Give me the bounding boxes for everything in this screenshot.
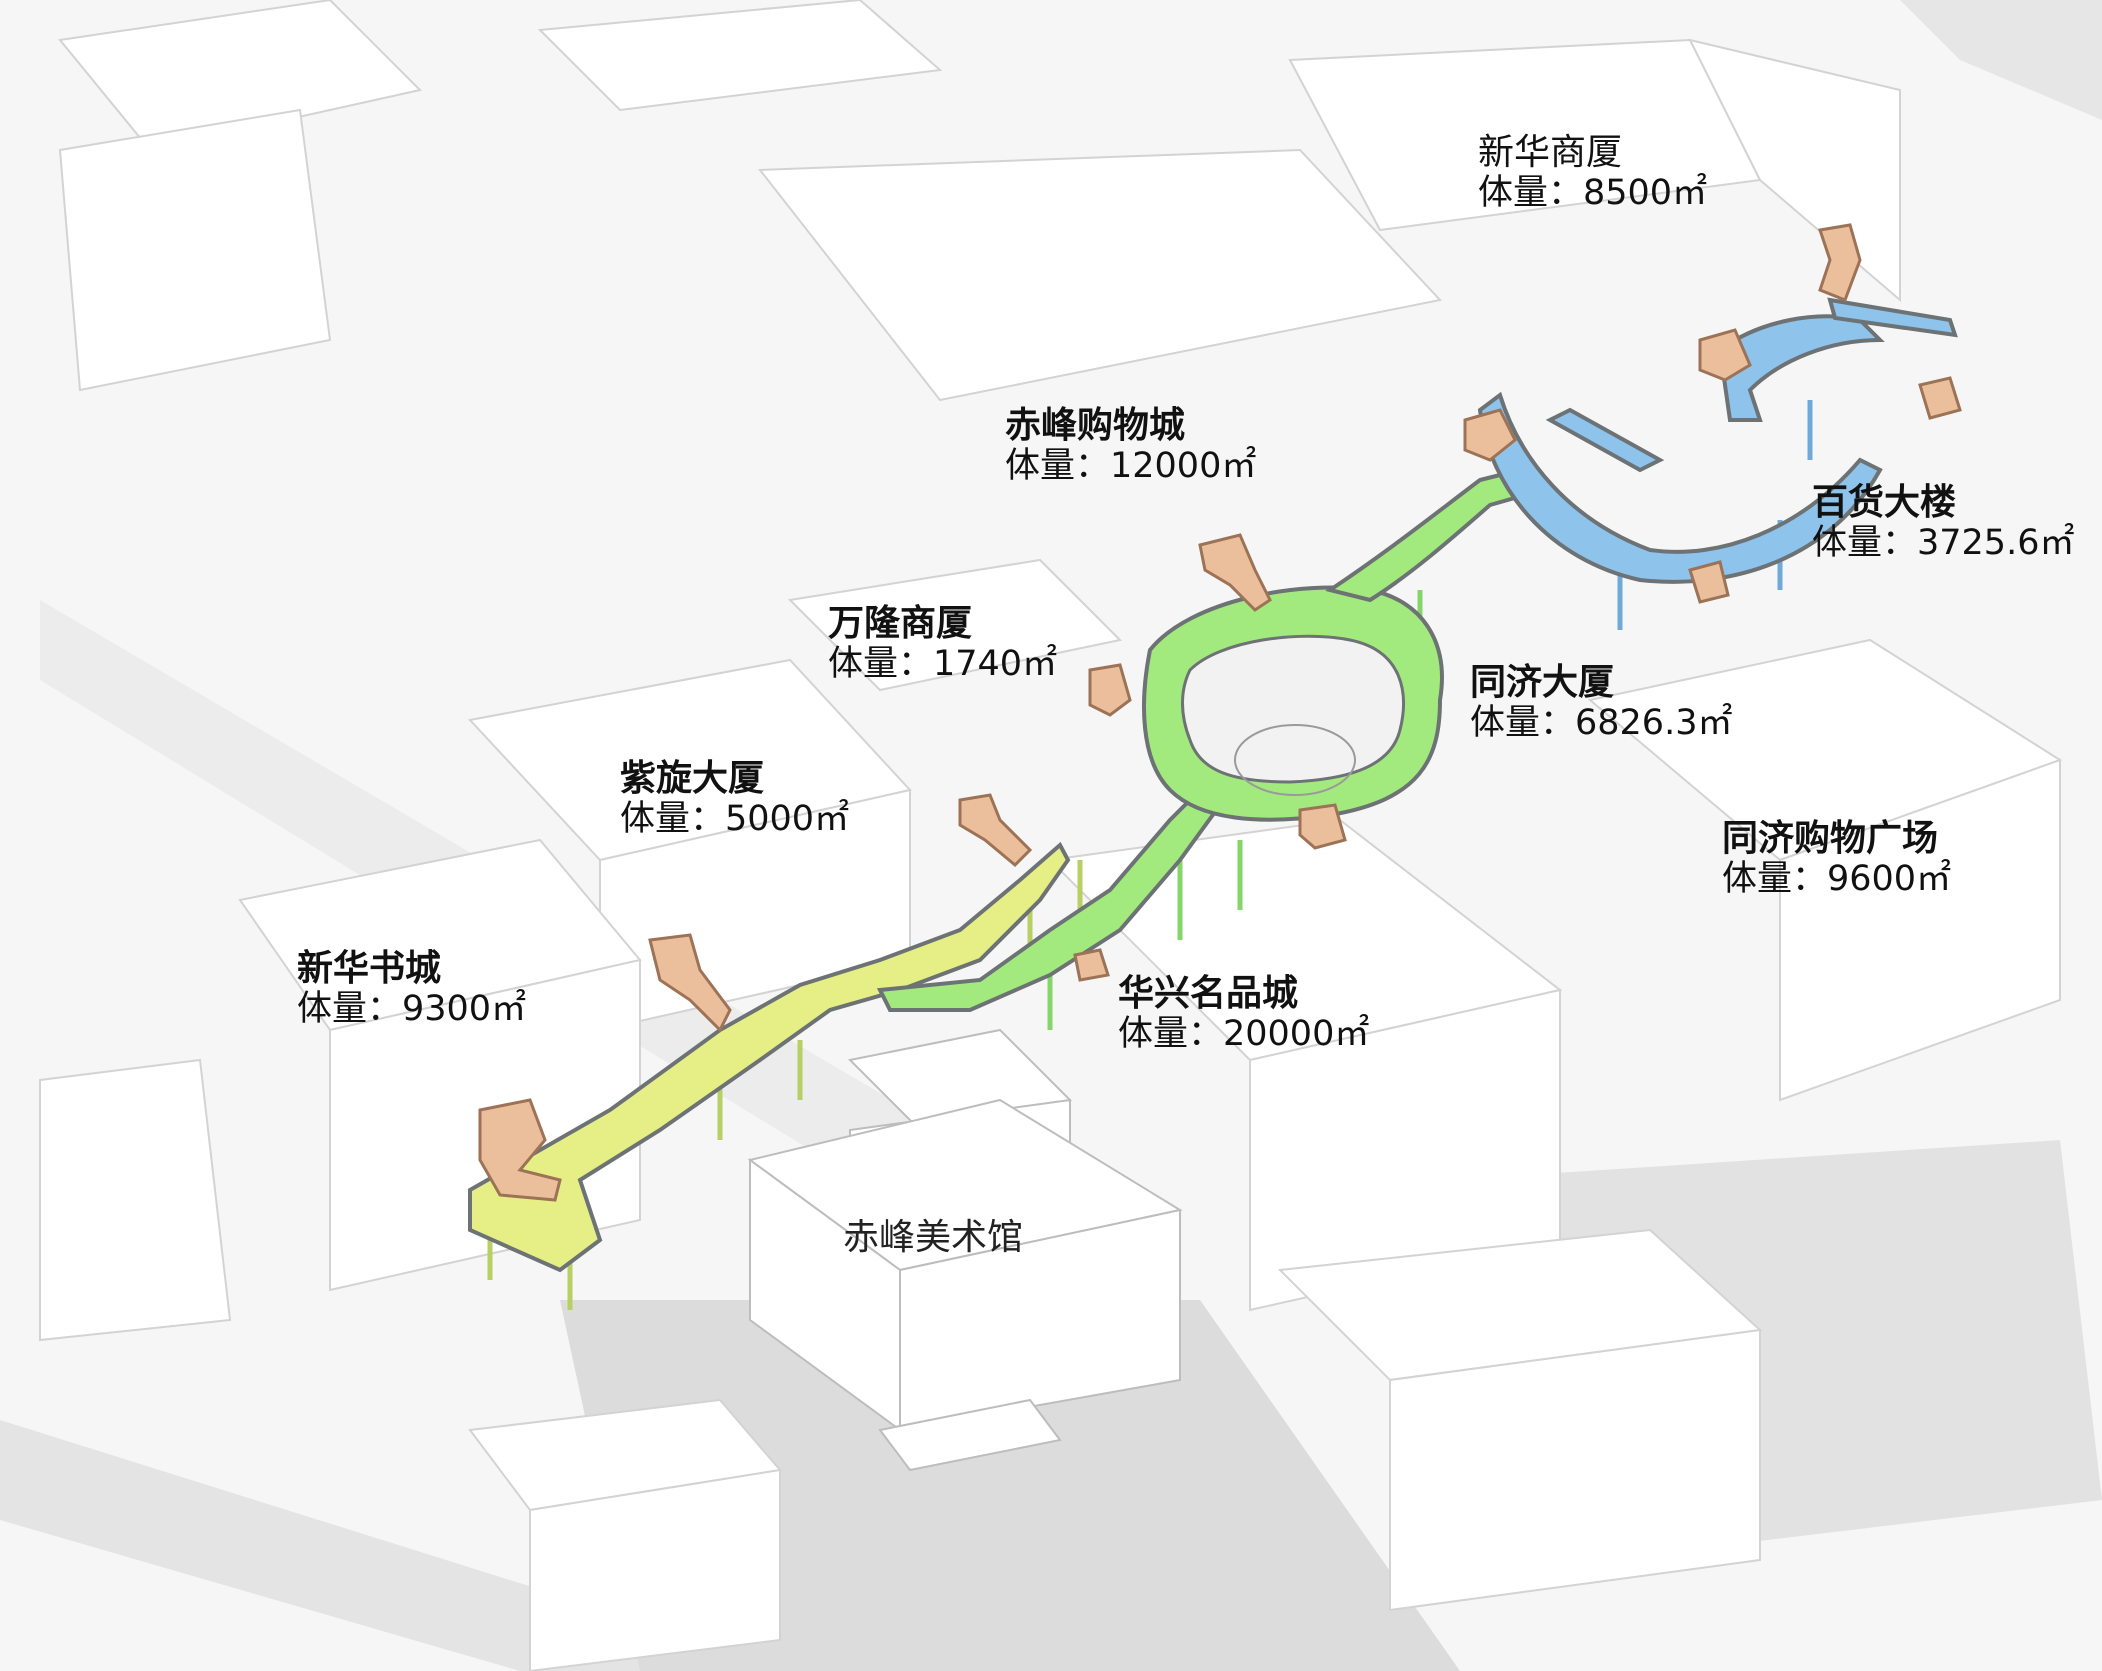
building-name: 新华书城 [297, 948, 442, 989]
building-name: 百货大楼 [1812, 482, 1957, 523]
blue-bridge [1545, 407, 1665, 473]
stair-node [958, 793, 1033, 868]
building-volume: 体量：20000㎡ [1118, 1014, 1370, 1055]
label-xinhua-shucheng: 新华书城 体量：9300㎡ [297, 948, 526, 1030]
building-volume: 体量：6826.3㎡ [1470, 703, 1733, 744]
block-lower-right-side [1389, 1328, 1761, 1612]
stair-node [1918, 376, 1962, 420]
building-name: 同济大厦 [1470, 662, 1615, 703]
walkway-blue [1477, 297, 1958, 584]
stair-node [648, 933, 732, 1033]
block-left-edge [39, 1058, 232, 1342]
art-museum [747, 1028, 1183, 1472]
green-ring-inner [1181, 634, 1405, 784]
building-volume: 体量：12000㎡ [1005, 446, 1257, 487]
stair-node [1698, 328, 1752, 382]
building-volume: 体量：8500㎡ [1478, 173, 1708, 214]
stair-node [1818, 223, 1862, 302]
block-top-left [58, 0, 422, 152]
block-left-tower [58, 108, 332, 392]
label-wanlong-shangsha: 万隆商厦 体量：1740㎡ [828, 603, 1057, 685]
building-volume: 体量：9300㎡ [297, 989, 527, 1030]
road-band-right [1900, 0, 2102, 120]
block-lower-left-side [529, 1468, 781, 1671]
label-huaxing-mingpincheng: 华兴名品城 体量：20000㎡ [1118, 973, 1369, 1055]
building-name: 新华商厦 [1478, 132, 1623, 173]
building-name: 万隆商厦 [828, 603, 973, 644]
ground-lower-plaza [560, 1300, 1460, 1671]
building-name: 同济购物广场 [1722, 818, 1939, 859]
label-tongji-gouwu-guangchang: 同济购物广场 体量：9600㎡ [1722, 818, 1951, 900]
block-chifeng-mall [758, 148, 1442, 402]
block-top-center [537, 0, 943, 112]
walkway-yellow [468, 841, 1071, 1273]
label-baihuo-dalou: 百货大楼 体量：3725.6㎡ [1812, 482, 2074, 564]
museum-body-right [899, 1208, 1181, 1432]
building-volume: 体量：9600㎡ [1722, 859, 1952, 900]
building-name: 紫旋大厦 [620, 758, 765, 799]
label-xinhua-shangsha: 新华商厦 体量：8500㎡ [1478, 132, 1707, 214]
stair-node [478, 1098, 562, 1202]
stair-node [1463, 408, 1517, 462]
building-name: 赤峰购物城 [1005, 405, 1186, 446]
stair-node [1298, 803, 1347, 850]
building-volume: 体量：5000㎡ [620, 799, 850, 840]
plaza-circle [1234, 724, 1356, 796]
blue-upper-arc [1717, 314, 1885, 422]
label-tongji-dasha: 同济大厦 体量：6826.3㎡ [1470, 662, 1732, 744]
museum-base [878, 1398, 1062, 1472]
building-volume: 体量：3725.6㎡ [1812, 523, 2075, 564]
stair-node [1688, 560, 1730, 604]
stair-node [1088, 663, 1132, 717]
block-wanlong [787, 558, 1123, 692]
stair-node [1073, 948, 1110, 982]
label-zixuan-dasha: 紫旋大厦 体量：5000㎡ [620, 758, 849, 840]
building-volume: 体量：1740㎡ [828, 644, 1058, 685]
stair-nodes [478, 223, 1962, 1202]
label-chifeng-gouwucheng: 赤峰购物城 体量：12000㎡ [1005, 405, 1256, 487]
blue-crescent [1477, 391, 1883, 584]
blue-ramp-top [1827, 297, 1958, 338]
museum-label: 赤峰美术馆 [843, 1217, 1024, 1258]
block-tongji-plaza-side [1779, 758, 2061, 1102]
building-name: 华兴名品城 [1118, 973, 1299, 1014]
stair-node [1198, 533, 1272, 612]
